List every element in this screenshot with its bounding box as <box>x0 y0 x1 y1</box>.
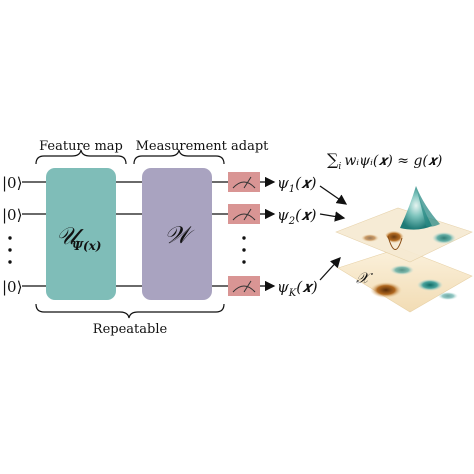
ket-zero-k: |0⟩ <box>2 278 22 296</box>
feature-map-gate-subscript: Ψ(𝒙) <box>72 239 101 253</box>
measure-box-k <box>228 276 260 296</box>
feature-map-label: Feature map <box>39 139 123 154</box>
surface-arrows <box>319 185 348 281</box>
function-surface: 𝒳 <box>335 186 473 313</box>
svg-text:ψK(𝒙): ψK(𝒙) <box>277 278 318 299</box>
output-psi-k: ψK(𝒙) <box>277 278 318 299</box>
measurement-adapt-bracket: Measurement adapt <box>133 139 270 165</box>
measure-box-2 <box>228 204 260 224</box>
output-psi-1: ψ1(𝒙) <box>277 174 317 195</box>
feature-map-gate: 𝒰 Ψ(𝒙) <box>46 168 116 300</box>
measure-box-1 <box>228 172 260 192</box>
output-surface-plane <box>335 207 473 263</box>
ket-vdots <box>8 236 12 264</box>
input-space-label: 𝒳 <box>356 269 373 287</box>
feature-map-bracket: Feature map <box>35 139 127 165</box>
repeatable-label: Repeatable <box>93 322 168 337</box>
output-arrows <box>260 176 276 292</box>
svg-text:ψ1(𝒙): ψ1(𝒙) <box>277 174 317 195</box>
ket-zero-1: |0⟩ <box>2 174 22 192</box>
output-psi-2: ψ2(𝒙) <box>277 206 317 227</box>
ket-zero-2: |0⟩ <box>2 206 22 224</box>
repeatable-bracket: Repeatable <box>35 303 225 337</box>
measure-vdots <box>242 236 246 264</box>
svg-text:ψ2(𝒙): ψ2(𝒙) <box>277 206 317 227</box>
measurement-gate: 𝒲 <box>142 168 212 300</box>
measurement-adapt-label: Measurement adapt <box>136 139 270 154</box>
